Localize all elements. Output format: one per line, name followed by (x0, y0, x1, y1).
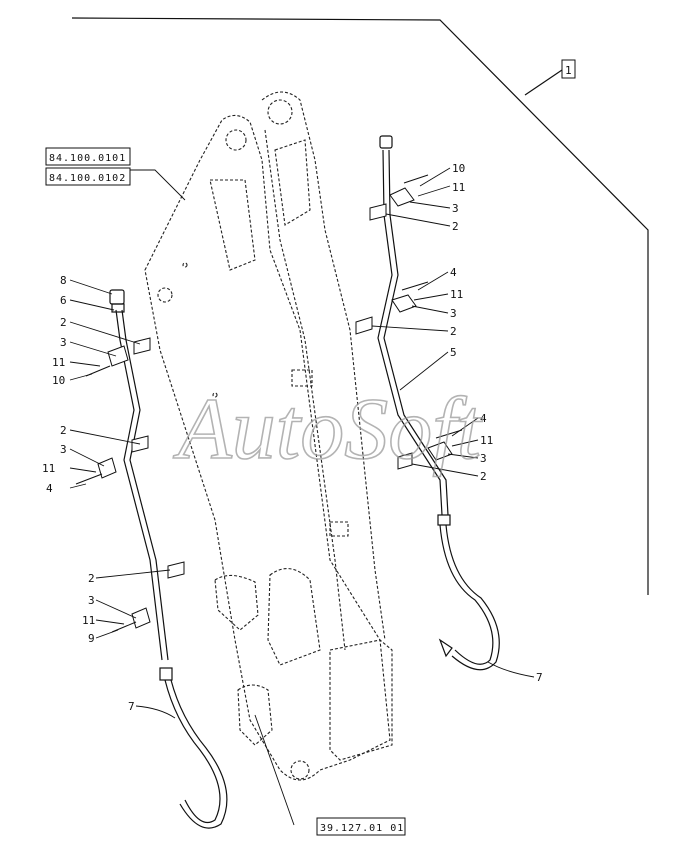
callout: 2 (60, 316, 67, 329)
callout: 3 (452, 202, 459, 215)
callout: 2 (480, 470, 487, 483)
callout: 11 (450, 288, 463, 301)
callout: 11 (82, 614, 95, 627)
right-clamps (355, 187, 453, 470)
callout: 6 (60, 294, 67, 307)
group-label: 1 (565, 64, 572, 77)
callout: 7 (536, 671, 543, 684)
ref-box-top-b[interactable]: 84.100.0102 (45, 167, 131, 186)
left-hose (159, 667, 228, 829)
ref-top-a: 84.100.0101 (49, 153, 126, 164)
callout: 2 (450, 325, 457, 338)
callout: 2 (452, 220, 459, 233)
callout: 11 (52, 356, 65, 369)
left-pipe (109, 289, 169, 661)
callout: 8 (60, 274, 67, 287)
watermark: AutoSoft (173, 381, 484, 478)
ref-bottom: 39.127.01 01 (320, 823, 404, 834)
callout: 4 (46, 482, 53, 495)
callout: 5 (450, 346, 457, 359)
callout: 7 (128, 700, 135, 713)
left-clamps (97, 337, 185, 629)
callout: 3 (88, 594, 95, 607)
ref-box-top-a[interactable]: 84.100.0101 (45, 147, 131, 166)
callouts-right: 10 11 3 2 4 11 3 2 5 4 11 3 2 7 (450, 162, 543, 684)
callout: 3 (480, 452, 487, 465)
callout: 10 (452, 162, 465, 175)
callout: 9 (88, 632, 95, 645)
callout: 2 (88, 572, 95, 585)
callout: 3 (450, 307, 457, 320)
callout: 4 (480, 412, 487, 425)
callouts-left: 8 6 2 3 11 10 2 3 11 4 2 3 11 9 7 (42, 274, 135, 713)
callout: 3 (60, 336, 67, 349)
callout: 11 (42, 462, 55, 475)
fasteners (75, 174, 463, 633)
callout: 3 (60, 443, 67, 456)
group-bracket (71, 17, 649, 595)
ref-top-b: 84.100.0102 (49, 173, 126, 184)
callout: 2 (60, 424, 67, 437)
ref-box-bottom[interactable]: 39.127.01 01 (316, 817, 406, 836)
right-hose (438, 524, 500, 671)
group-label-box[interactable]: 1 (561, 59, 576, 79)
callout: 4 (450, 266, 457, 279)
callout: 11 (452, 181, 465, 194)
leader-lines (69, 167, 535, 826)
callout: 10 (52, 374, 65, 387)
callout: 11 (480, 434, 493, 447)
boom-arm (144, 91, 393, 781)
